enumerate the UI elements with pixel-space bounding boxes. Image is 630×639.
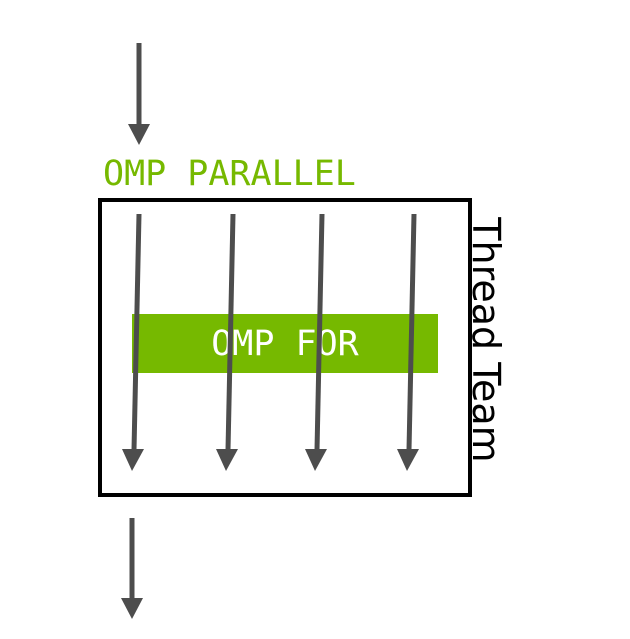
outgoing-arrow	[121, 518, 143, 619]
thread-arrow-4-overlay	[408, 313, 415, 374]
thread-arrow-2-overlay	[227, 313, 234, 374]
omp-for-bar: OMP FOR	[132, 314, 438, 373]
thread-arrow-1-overlay	[133, 313, 140, 374]
thread-team-label: Thread Team	[464, 217, 508, 463]
incoming-arrow	[128, 43, 150, 145]
omp-for-label: OMP FOR	[211, 323, 359, 364]
omp-parallel-label: OMP PARALLEL	[103, 154, 356, 194]
thread-arrow-3-overlay	[316, 313, 323, 374]
thread-team-box	[98, 198, 472, 497]
